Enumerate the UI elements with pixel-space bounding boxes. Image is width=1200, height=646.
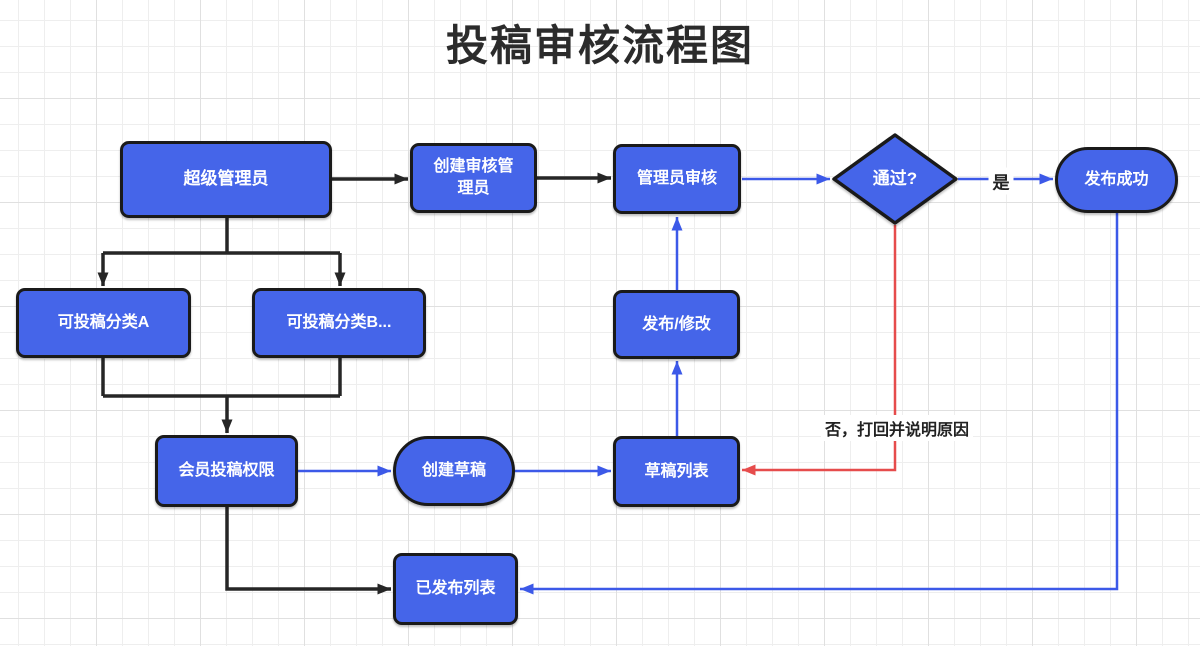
node-label: 发布成功 — [1084, 171, 1149, 189]
edge-label-no: 否，打回并说明原因 — [820, 415, 974, 441]
blue-edges — [298, 173, 1119, 595]
page-title: 投稿审核流程图 — [445, 22, 754, 69]
diamond-shape — [832, 133, 958, 225]
edge-label-yes: 是 — [988, 167, 1014, 195]
node-pass-decision: 通过? — [831, 132, 959, 226]
node-label: 发布/修改 — [642, 315, 711, 333]
node-label: 创建审核管理员 — [433, 158, 514, 197]
node-label: 会员投稿权限 — [178, 462, 275, 480]
node-super-admin: 超级管理员 — [120, 141, 332, 218]
node-label: 通过? — [872, 168, 918, 188]
node-admin-review: 管理员审核 — [613, 144, 741, 214]
edge-pass-decision-no-to-draft-list — [742, 225, 897, 476]
node-member-submit-permission: 会员投稿权限 — [155, 435, 298, 507]
node-published-list: 已发布列表 — [393, 553, 518, 625]
node-label: 可投稿分类B... — [286, 314, 392, 332]
node-publish-success: 发布成功 — [1055, 147, 1178, 213]
node-label: 可投稿分类A — [57, 314, 150, 332]
red-edges — [742, 225, 897, 476]
node-label: 管理员审核 — [636, 170, 717, 188]
node-draft-list: 草稿列表 — [613, 436, 740, 507]
node-category-a: 可投稿分类A — [16, 288, 191, 358]
node-publish-modify: 发布/修改 — [613, 290, 740, 359]
node-label: 创建草稿 — [421, 462, 486, 480]
edge-member-permission-to-published-list — [225, 507, 391, 595]
edge-publish-success-to-published-list — [520, 212, 1119, 595]
node-label: 超级管理员 — [183, 169, 269, 189]
node-category-b: 可投稿分类B... — [252, 288, 426, 358]
black-edges — [97, 172, 611, 595]
node-create-draft: 创建草稿 — [393, 436, 515, 506]
node-label: 已发布列表 — [415, 580, 496, 598]
node-label: 草稿列表 — [644, 462, 709, 480]
node-create-review-admin: 创建审核管理员 — [410, 143, 537, 213]
